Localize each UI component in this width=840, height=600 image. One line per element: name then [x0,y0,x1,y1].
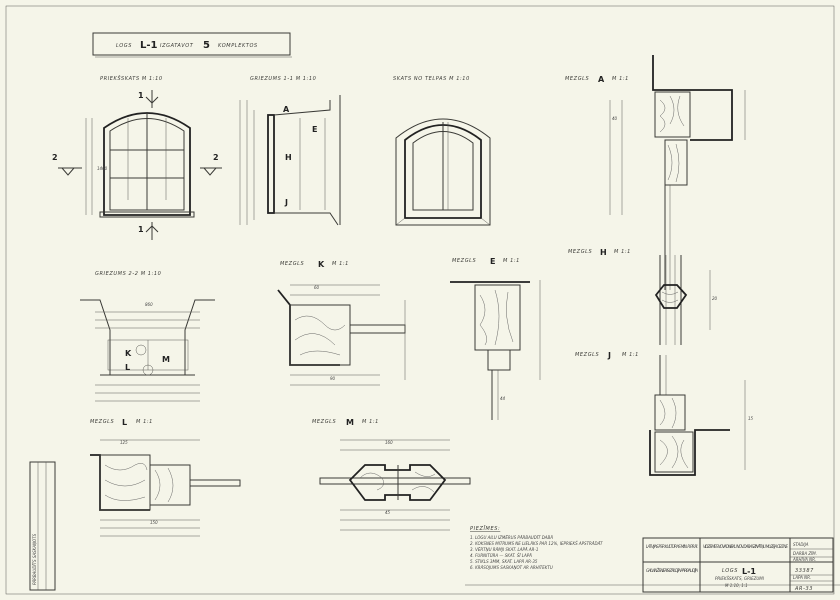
callout-e: E [312,125,317,134]
sheet-border [5,5,835,595]
title-suffix: KOMPLEKTOS [218,43,258,49]
tb-sheet-label: LAPA NR. [793,575,811,580]
tb-stage-label: STADIJA [793,542,809,547]
detail-l: MEZGLS L M 1:1 [90,418,241,537]
section-mark-2-right: 2 [213,153,219,162]
note-item: 4. FURNITŪRA — SKAT. ŠĪ LAPĀ [470,553,532,558]
detail-l-scale: M 1:1 [136,419,153,425]
detail-e-scale: M 1:1 [503,258,520,264]
detail-m-label: MEZGLS [312,419,337,425]
tb-drawing-code: L-1 [742,567,756,576]
dimension-label: 44 [500,396,506,401]
dimension-label: 90 [330,376,336,381]
dimension-label: 60 [314,285,320,290]
section-1-1: A E H J [239,95,341,226]
dimension-label: 860 [145,302,153,307]
title-block: LATVIJAS PSR KULTŪRAS MIN. R.P.R.P.I. VI… [642,537,834,593]
detail-j-letter: J [607,351,611,360]
detail-l-label: MEZGLS [90,419,115,425]
label-room-view: SKATS NO TELPAS M 1:10 [393,76,470,82]
detail-a-scale: M 1:1 [612,76,629,82]
tb-archive-label: ARHĪVA NR. [792,557,816,562]
title-count: 5 [203,40,210,51]
tb-project: VIDZEMES NOVADNIEKU NOV. DABASZINĀTŅU MU… [703,544,788,549]
dimension-labels: 1460 860 60 125 160 45 44 40 20 15 150 9… [97,116,754,525]
detail-a-letter: A [598,75,605,84]
detail-k-scale: M 1:1 [332,261,349,267]
title-code: L-1 [140,40,158,51]
label-section-1: GRIEZUMS 1-1 M 1:10 [250,76,316,82]
callout-l: L [125,363,130,372]
detail-j-label: MEZGLS [575,352,600,358]
detail-a: MEZGLS A M 1:1 [565,55,746,290]
detail-m: MEZGLS M M 1:1 [312,418,471,531]
tb-people: GALV. INŽENIERIS IZPILDĪJA PĀRBAUDĪJA [646,568,698,573]
callout-h: H [285,153,292,162]
callout-a: A [283,105,290,114]
note-item: 2. KOKSNES MITRUMS NE LIELĀKS PAR 12%, I… [470,541,603,546]
title-box: LOGS L-1 IZGATAVOT 5 KOMPLEKTOS [92,32,292,58]
dimension-label: 160 [385,440,393,445]
room-view-window [395,118,491,226]
detail-m-scale: M 1:1 [362,419,379,425]
tb-sheet-number: AR-33 [794,586,813,592]
note-item: 1. LOGU AILU IZMĒRUS PĀRBAUDĪT DABĀ [470,535,553,540]
detail-e-letter: E [490,257,495,266]
callout-m: M [162,355,170,364]
dimension-label: 20 [712,296,718,301]
front-view-window: 1 1 2 2 [52,90,222,240]
note-item: 5. STIKLS 3MM, SKAT. LAPĀ AR-35 [470,559,538,564]
callout-k: K [125,349,132,358]
section-mark-1-bottom: 1 [138,225,144,234]
note-item: 3. VĒRTŅU RĀMJI SKAT. LAPĀ AR-1 [470,547,538,552]
detail-e: MEZGLS E M 1:1 [450,257,541,420]
dimension-label: 1460 [97,166,108,171]
section-2-2: K L M [80,299,215,402]
tb-drawing-sub: PRIEKŠSKATS, GRIEZUMI [715,576,765,581]
label-front-view: PRIEKŠSKATS M 1:10 [100,75,163,82]
detail-e-label: MEZGLS [452,258,477,264]
dimension-label: 125 [120,440,128,445]
detail-h-label: MEZGLS [568,249,593,255]
dimension-label: 45 [385,510,391,515]
detail-h-letter: H [600,248,607,257]
notes-heading: PIEZĪMES: [470,525,500,532]
tb-organization: LATVIJAS PSR KULTŪRAS MIN. R.P.R.P.I. [646,544,698,549]
detail-k-label: MEZGLS [280,261,305,267]
detail-a-label: MEZGLS [565,76,590,82]
detail-m-letter: M [346,418,354,427]
section-mark-1-top: 1 [138,91,144,100]
tb-drawing-name: LOGS [722,568,738,574]
title-verb: IZGATAVOT [160,43,194,49]
tb-archive-number: 33387 [795,568,814,574]
detail-h-scale: M 1:1 [614,249,631,255]
detail-k-letter: K [318,260,325,269]
detail-j: MEZGLS J M 1:1 [575,351,746,476]
dimension-label: 15 [748,416,754,421]
dimension-label: 150 [150,520,158,525]
tb-stage-value: DARBA ZĪM. [793,551,817,556]
note-item: 6. KRĀSOJUMS SASKAŅOT AR ARHITEKTU [470,565,553,570]
detail-k: MEZGLS K M 1:1 [277,260,406,386]
label-section-2: GRIEZUMS 2-2 M 1:10 [95,271,161,277]
approval-stamp: PĀRBAUDĪTS SASKAŅOTS [29,461,56,591]
detail-l-letter: L [122,418,127,427]
section-mark-2-left: 2 [52,153,58,162]
detail-h: MEZGLS H M 1:1 [568,248,711,345]
dimension-label: 40 [612,116,618,121]
detail-j-scale: M 1:1 [622,352,639,358]
callout-j: J [284,198,288,207]
tb-drawing-scale: M 1:10, 1:1 [725,583,748,588]
title-prefix: LOGS [116,43,132,49]
stamp-text: PĀRBAUDĪTS SASKAŅOTS [32,533,37,585]
notes: PIEZĪMES: 1. LOGU AILU IZMĒRUS PĀRBAUDĪT… [465,525,840,586]
